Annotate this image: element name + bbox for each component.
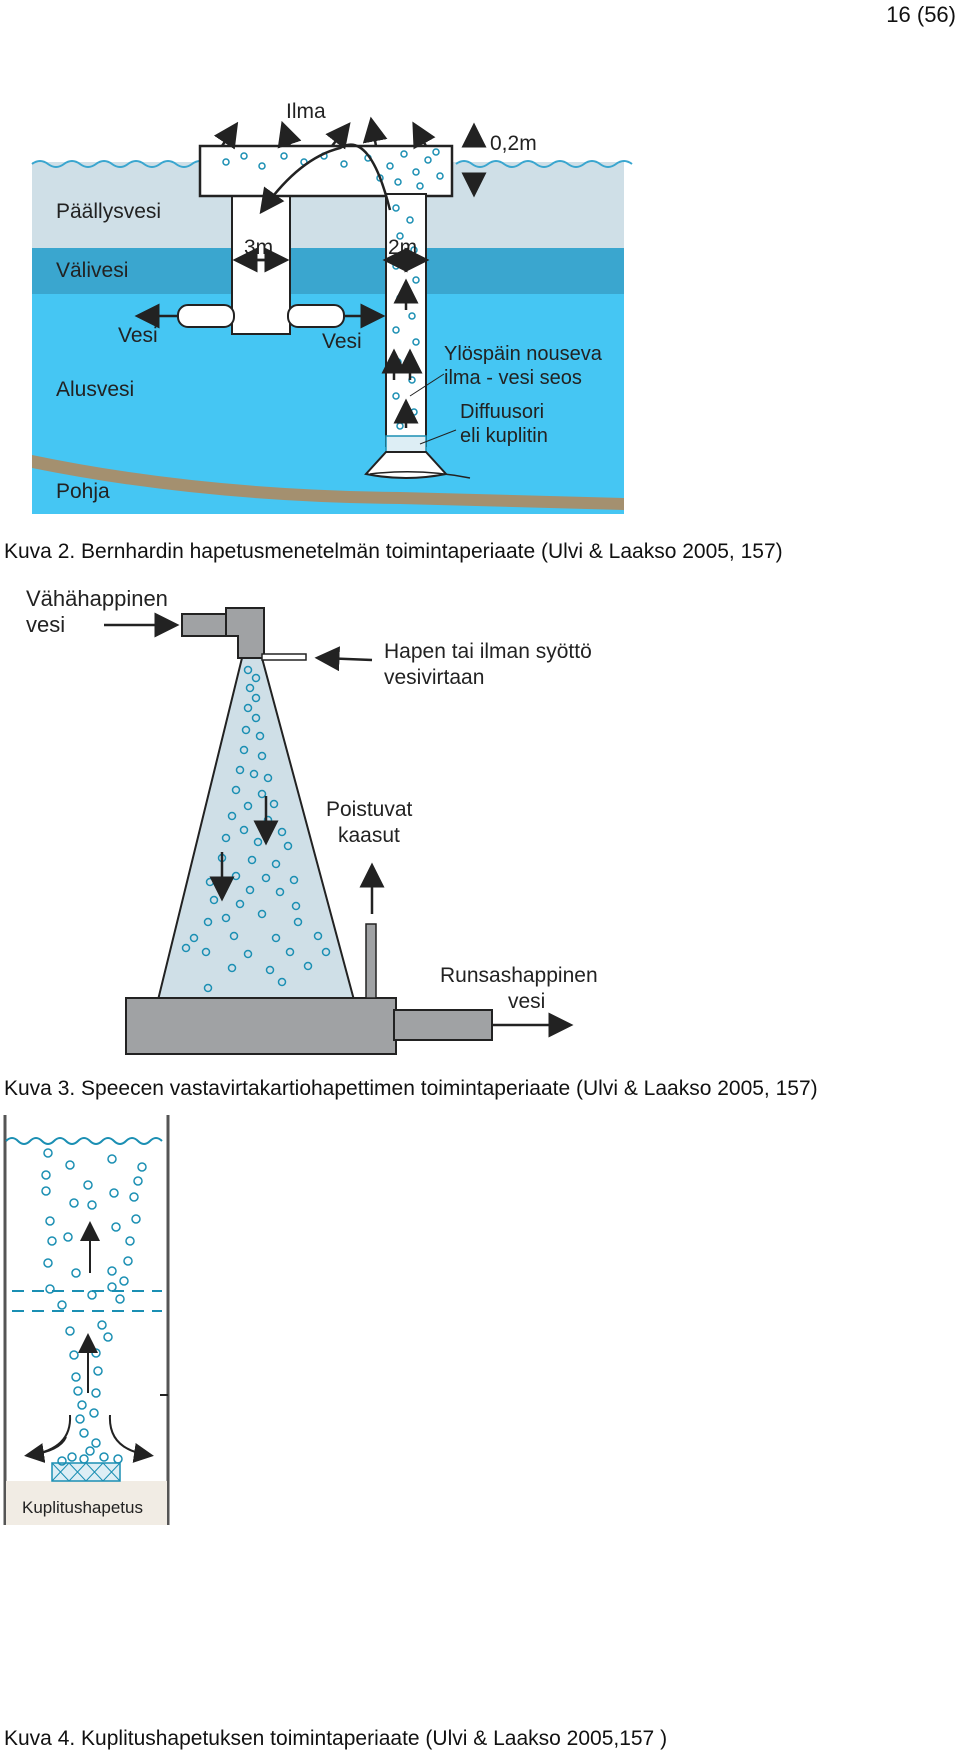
label-low-oxygen-2: vesi xyxy=(26,612,65,637)
rising-pointer-line xyxy=(409,373,445,397)
bottom-pointer-line xyxy=(369,471,471,479)
cone-bubbles xyxy=(181,665,331,993)
label-water-right: Vesi xyxy=(322,330,362,353)
label-feed-2: vesivirtaan xyxy=(384,666,484,689)
label-diffuser-2: eli kuplitin xyxy=(460,425,548,447)
label-width-right: 2m xyxy=(388,236,417,259)
label-feed-1: Hapen tai ilman syöttö xyxy=(384,640,592,663)
label-diffuser-1: Diffuusori xyxy=(460,401,544,423)
label-bottom-water: Alusvesi xyxy=(56,378,134,401)
base-tank xyxy=(125,997,397,1055)
bubbler-grid-cross xyxy=(51,1462,121,1482)
figure-3-caption: Kuva 3. Speecen vastavirtakartiohapettim… xyxy=(4,1077,818,1100)
figure-3-arrows xyxy=(104,612,574,1038)
label-rising-2: ilma - vesi seos xyxy=(444,367,582,389)
label-rising-1: Ylöspäin nouseva xyxy=(444,343,603,365)
inlet-pipe xyxy=(181,613,227,637)
left-outlet-pipe xyxy=(177,304,235,328)
label-bubbling: Kuplitushapetus xyxy=(22,1498,143,1517)
label-rich-1: Runsashappinen xyxy=(440,964,598,987)
label-width-left: 3m xyxy=(244,236,273,259)
figure-4-diagram: Kuplitushapetus xyxy=(3,1115,170,1525)
label-water-left: Vesi xyxy=(118,324,158,347)
surface-wave xyxy=(31,160,633,168)
middle-water-layer xyxy=(32,248,624,294)
left-column xyxy=(231,193,291,335)
figure-2-diagram: Ilma 0,2m Päällysvesi Välivesi Alusvesi … xyxy=(31,100,633,514)
figure-4-caption: Kuva 4. Kuplitushapetuksen toimintaperia… xyxy=(4,1727,668,1750)
label-gases-1: Poistuvat xyxy=(326,798,413,821)
bubbler-bubbles xyxy=(41,1148,147,1466)
label-gases-2: kaasut xyxy=(338,824,400,847)
label-bed: Pohja xyxy=(56,480,110,503)
bottom-band xyxy=(6,1481,167,1525)
label-low-oxygen-1: Vähähappinen xyxy=(26,586,168,611)
label-surface-water: Päällysvesi xyxy=(56,200,161,223)
diffuser-pointer-line xyxy=(419,429,457,445)
figure-2-caption: Kuva 2. Bernhardin hapetusmenetelmän toi… xyxy=(4,540,783,563)
outlet-pipe xyxy=(393,1009,493,1041)
label-height: 0,2m xyxy=(490,132,537,155)
figure-3-diagram: Vähähappinen vesi Hapen tai ilman syöttö… xyxy=(26,586,598,1055)
vent-pipe xyxy=(365,923,377,999)
inlet-elbow xyxy=(225,607,265,659)
label-rich-2: vesi xyxy=(508,990,545,1013)
gas-feed-pipe xyxy=(261,653,307,661)
flow-arrows xyxy=(134,116,487,428)
page-number: 16 (56) xyxy=(886,2,956,27)
water-surface-wave xyxy=(5,1137,163,1145)
label-middle-water: Välivesi xyxy=(56,259,128,282)
figure-4-arrows xyxy=(24,1221,154,1463)
right-outlet-pipe xyxy=(287,304,345,328)
label-ilma: Ilma xyxy=(286,100,326,123)
bottom-sediment xyxy=(32,455,624,510)
